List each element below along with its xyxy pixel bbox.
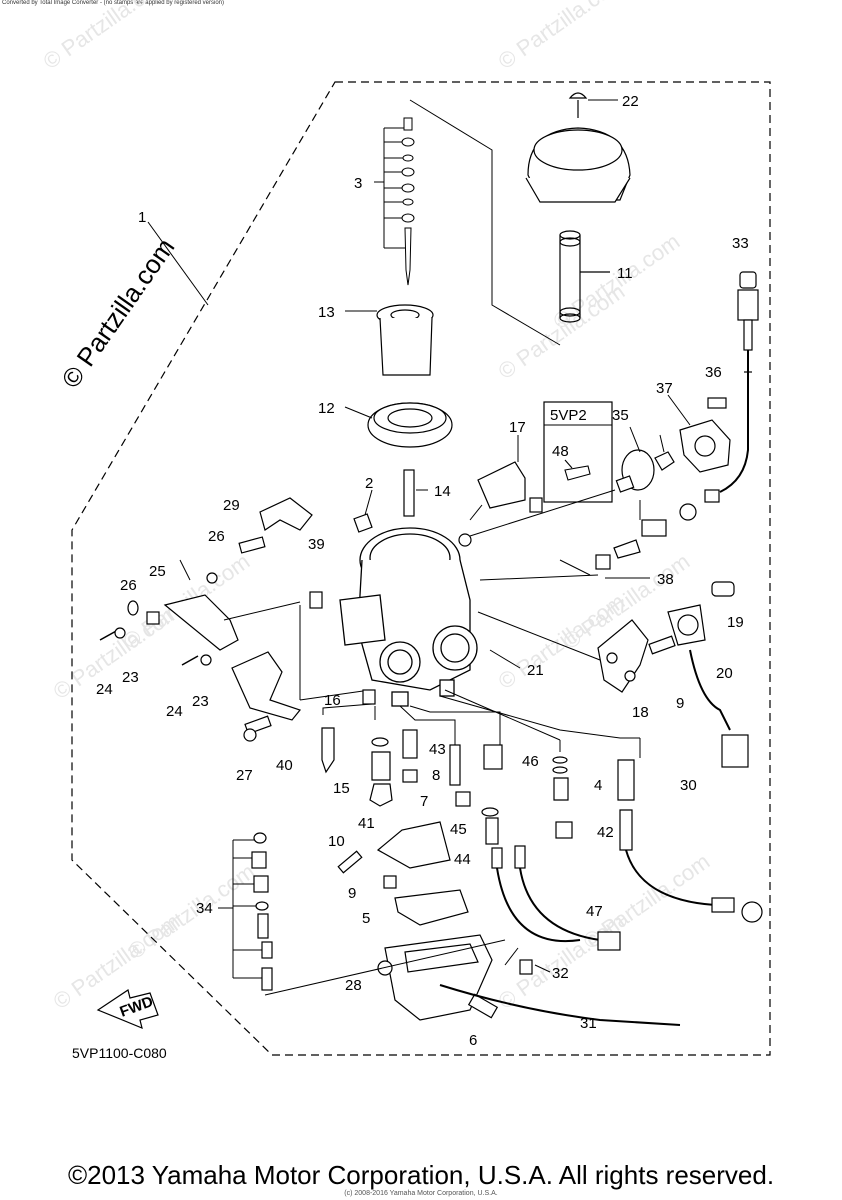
callout-label: 41: [358, 815, 375, 832]
converter-note: Converted by Total Image Converter - (no…: [2, 0, 224, 6]
pilot-stack-34: [218, 832, 273, 991]
top-cover: [525, 92, 631, 203]
diaphragm-12: [344, 402, 453, 448]
callout-label: 40: [276, 757, 293, 774]
callout-label: 28: [345, 977, 362, 994]
watermark-main: © Partzilla.com: [55, 233, 180, 394]
callout-label: 31: [580, 1015, 597, 1032]
leader-cover: [409, 99, 561, 346]
variant-box: [543, 401, 613, 503]
callout-label: 32: [552, 965, 569, 982]
leader-1: [147, 221, 209, 306]
callout-label: 43: [429, 741, 446, 758]
callout-label: 35: [612, 407, 629, 424]
callout-label: 14: [434, 483, 451, 500]
watermark: © Partzilla.com: [494, 0, 630, 74]
callout-label: 21: [527, 662, 544, 679]
piston-13: [345, 304, 434, 376]
callout-label: 17: [509, 419, 526, 436]
callout-label: 47: [586, 903, 603, 920]
variant-box-label: 5VP2: [550, 407, 587, 424]
callout-label: 9: [676, 695, 684, 712]
callout-label: 2: [365, 475, 373, 492]
part-48: [564, 459, 591, 481]
callout-label: 7: [420, 793, 428, 810]
callout-label: 3: [354, 175, 362, 192]
callout-label: 23: [122, 669, 139, 686]
callout-label: 33: [732, 235, 749, 252]
callout-label: 23: [192, 693, 209, 710]
callout-label: 25: [149, 563, 166, 580]
watermark: © Partzilla.com: [39, 0, 175, 74]
callout-label: 15: [333, 780, 350, 797]
callout-label: 19: [727, 614, 744, 631]
small-copyright: (c) 2008-2016 Yamaha Motor Corporation, …: [344, 1190, 498, 1197]
callout-label: 37: [656, 380, 673, 397]
callout-label: 26: [208, 528, 225, 545]
callout-label: 24: [166, 703, 183, 720]
callout-label: 39: [308, 536, 325, 553]
lower-parts: [321, 689, 763, 1026]
plug-2: [353, 489, 373, 533]
callout-label: 42: [597, 824, 614, 841]
callout-label: 10: [328, 833, 345, 850]
callout-label: 9: [348, 885, 356, 902]
carburetor-body: [339, 527, 478, 707]
callout-label: 12: [318, 400, 335, 417]
callout-label: 20: [716, 665, 733, 682]
fwd-arrow: FWD: [96, 989, 159, 1030]
cable-33: [704, 271, 759, 503]
callout-label: 38: [657, 571, 674, 588]
callout-label: 4: [594, 777, 602, 794]
callout-label: 45: [450, 821, 467, 838]
diaphragm-35: [615, 426, 675, 493]
callout-label: 46: [522, 753, 539, 770]
callout-label: 34: [196, 900, 213, 917]
callout-labels: 1 2 3 4 5 6 7 8 9 9 10 11 12 13 14 15 16…: [96, 93, 749, 1049]
sensor-group: [597, 581, 749, 768]
diagram-code: 5VP1100-C080: [72, 1045, 167, 1061]
copyright-footer: ©2013 Yamaha Motor Corporation, U.S.A. A…: [67, 1160, 775, 1190]
callout-label: 30: [680, 777, 697, 794]
callout-label: 24: [96, 681, 113, 698]
callout-label: 29: [223, 497, 240, 514]
callout-label: 5: [362, 910, 370, 927]
callout-label: 16: [324, 692, 341, 709]
leaders: [264, 500, 641, 996]
jet-38: [595, 503, 697, 579]
callout-label: 8: [432, 767, 440, 784]
needle-stack: [374, 117, 415, 286]
screw-14: [403, 469, 428, 517]
callout-label: 36: [705, 364, 722, 381]
linkage-left: [99, 497, 323, 742]
callout-label: 13: [318, 304, 335, 321]
watermark: © Partzilla.com: [124, 859, 260, 965]
cover-37: [667, 394, 731, 473]
callout-label: 27: [236, 767, 253, 784]
callout-label: 22: [622, 93, 639, 110]
assembly-boundary: [71, 81, 771, 1056]
callout-label: 44: [454, 851, 471, 868]
spring-11: [559, 230, 610, 323]
fitting-17: [458, 435, 616, 547]
callout-label: 26: [120, 577, 137, 594]
callout-label: 6: [469, 1032, 477, 1049]
callout-label: 48: [552, 443, 569, 460]
leader-link: [223, 601, 301, 621]
callout-label: 11: [617, 265, 633, 282]
callout-label: 18: [632, 704, 649, 721]
callout-label: 1: [138, 209, 146, 226]
